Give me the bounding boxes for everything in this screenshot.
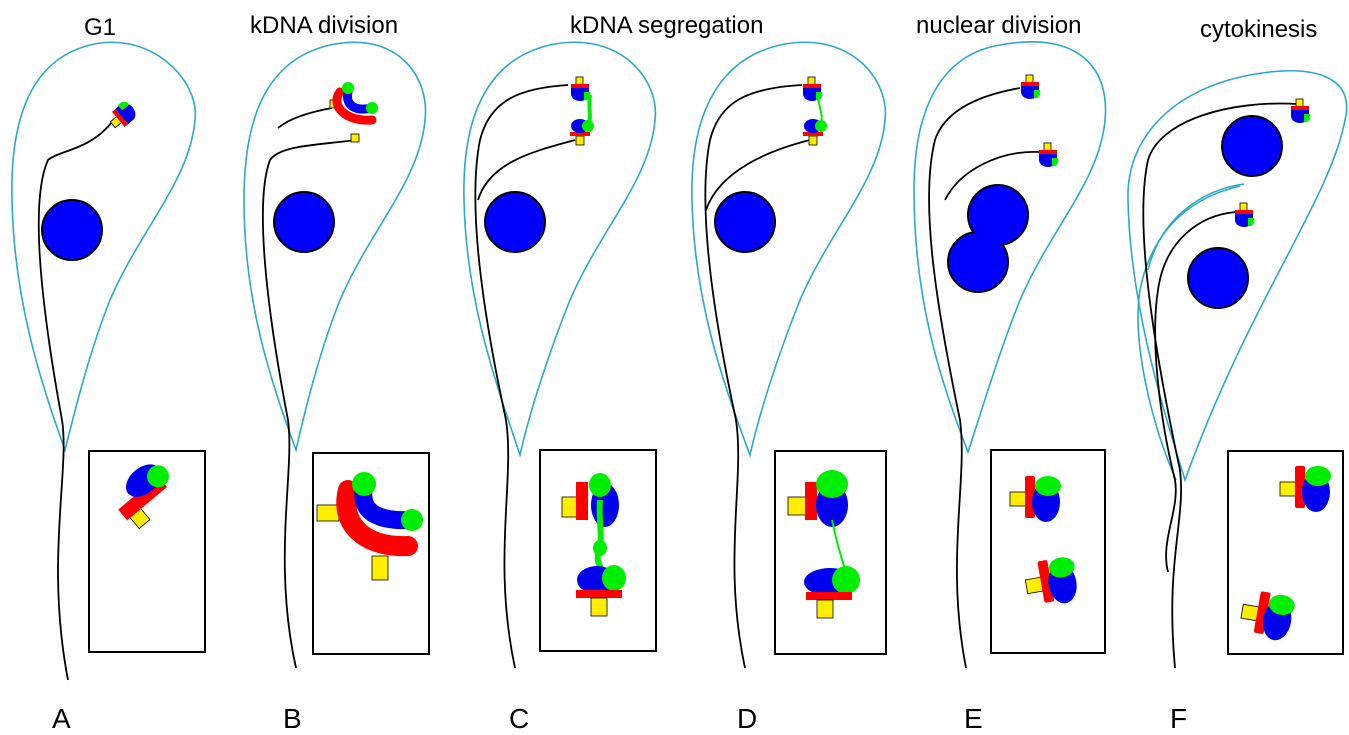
stage-title-kdna-division: kDNA division <box>250 12 399 39</box>
nucleus <box>484 191 546 253</box>
cell-outline <box>11 41 197 453</box>
panel-c <box>463 41 657 669</box>
panel-letter-e: E <box>964 703 983 734</box>
flagellum <box>704 84 803 669</box>
panel-letter-c: C <box>509 703 530 734</box>
panel-a <box>11 41 206 681</box>
flagellum <box>277 107 333 129</box>
panel-letter-f: F <box>1170 703 1188 734</box>
nucleus-top <box>1221 115 1283 177</box>
flagellum <box>37 121 113 681</box>
panel-letter-d: D <box>737 703 758 734</box>
kdna-complex-top <box>570 76 591 102</box>
panel-b <box>243 41 430 669</box>
stage-title-kdna-segregation: kDNA segregation <box>570 12 764 39</box>
kdna-complex-bottom <box>1234 202 1255 228</box>
panel-f <box>1127 70 1348 669</box>
stage-title-g1: G1 <box>84 14 117 41</box>
flagellum <box>928 87 1021 669</box>
kdna-complex-inset <box>118 464 169 530</box>
kdna-complex-top <box>1020 74 1041 100</box>
kdna-complex-bottom <box>1038 142 1059 168</box>
cleavage-furrow-2 <box>1147 183 1245 271</box>
flagellum-2 <box>262 139 356 669</box>
nucleus <box>273 191 335 253</box>
panel-letter-b: B <box>283 703 302 734</box>
kdna-complex-top <box>802 76 823 102</box>
cell-outline <box>463 41 657 458</box>
nucleus-bottom <box>1187 247 1249 309</box>
panel-letter-a: A <box>52 703 71 734</box>
cell-outline <box>243 41 427 453</box>
nucleus <box>714 191 776 253</box>
flagellum-2 <box>1154 211 1237 573</box>
stage-title-cytokinesis: cytokinesis <box>1200 16 1318 43</box>
flagellum-2 <box>477 139 576 201</box>
cell-outline <box>913 41 1107 455</box>
kdna-complex-inset <box>316 472 423 581</box>
nucleus <box>41 199 103 261</box>
stage-title-nuclear-division: nuclear division <box>916 12 1082 39</box>
nucleus-dividing <box>947 184 1029 293</box>
panel-d <box>691 41 887 669</box>
kdna-complex-top <box>1290 98 1311 124</box>
cell-outline <box>691 41 887 458</box>
flagellum <box>1142 102 1299 669</box>
kdna-complex-inset <box>787 470 860 619</box>
cleavage-furrow <box>1137 185 1241 481</box>
flagellum-2 <box>944 151 1041 201</box>
kdna-complex-inset <box>561 473 626 617</box>
kdna-complex-bottom <box>570 119 594 146</box>
panel-e <box>913 41 1107 669</box>
flagellum-2 <box>705 139 811 211</box>
kdna-complex <box>104 98 140 133</box>
flagellum <box>474 84 569 669</box>
kdna-complex <box>329 82 378 143</box>
